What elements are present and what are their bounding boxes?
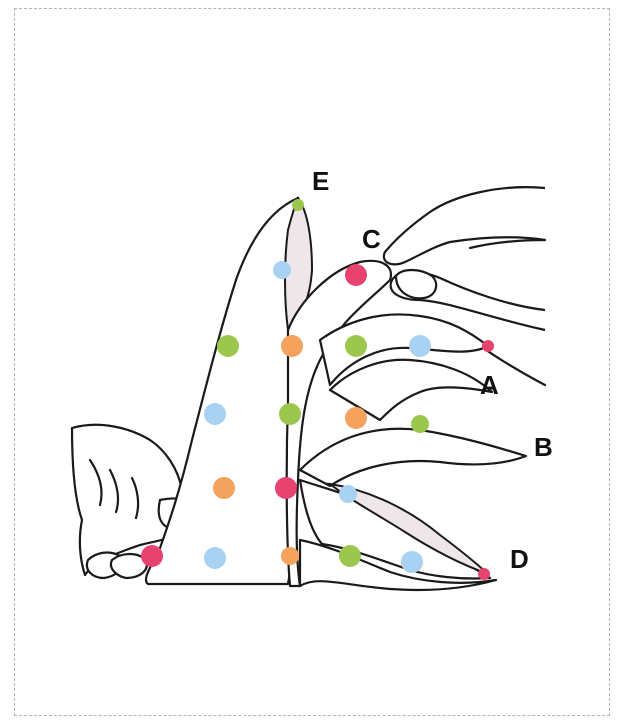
dot bbox=[281, 335, 303, 357]
dot bbox=[339, 545, 361, 567]
right-hand bbox=[384, 187, 545, 385]
dot bbox=[213, 477, 235, 499]
dot bbox=[141, 545, 163, 567]
dot bbox=[401, 551, 423, 573]
dot bbox=[478, 568, 490, 580]
dot bbox=[411, 415, 429, 433]
dot bbox=[345, 407, 367, 429]
dot bbox=[217, 335, 239, 357]
label-b: B bbox=[534, 432, 553, 462]
label-c: C bbox=[362, 224, 381, 254]
dot bbox=[292, 199, 304, 211]
dot bbox=[345, 335, 367, 357]
dot bbox=[281, 547, 299, 565]
label-a: A bbox=[480, 370, 499, 400]
dot bbox=[204, 403, 226, 425]
dot bbox=[482, 340, 494, 352]
dot bbox=[204, 547, 226, 569]
dot bbox=[409, 335, 431, 357]
dot bbox=[279, 403, 301, 425]
dot bbox=[273, 261, 291, 279]
dot bbox=[339, 485, 357, 503]
label-e: E bbox=[312, 166, 329, 196]
dot bbox=[345, 264, 367, 286]
label-d: D bbox=[510, 544, 529, 574]
dot bbox=[275, 477, 297, 499]
